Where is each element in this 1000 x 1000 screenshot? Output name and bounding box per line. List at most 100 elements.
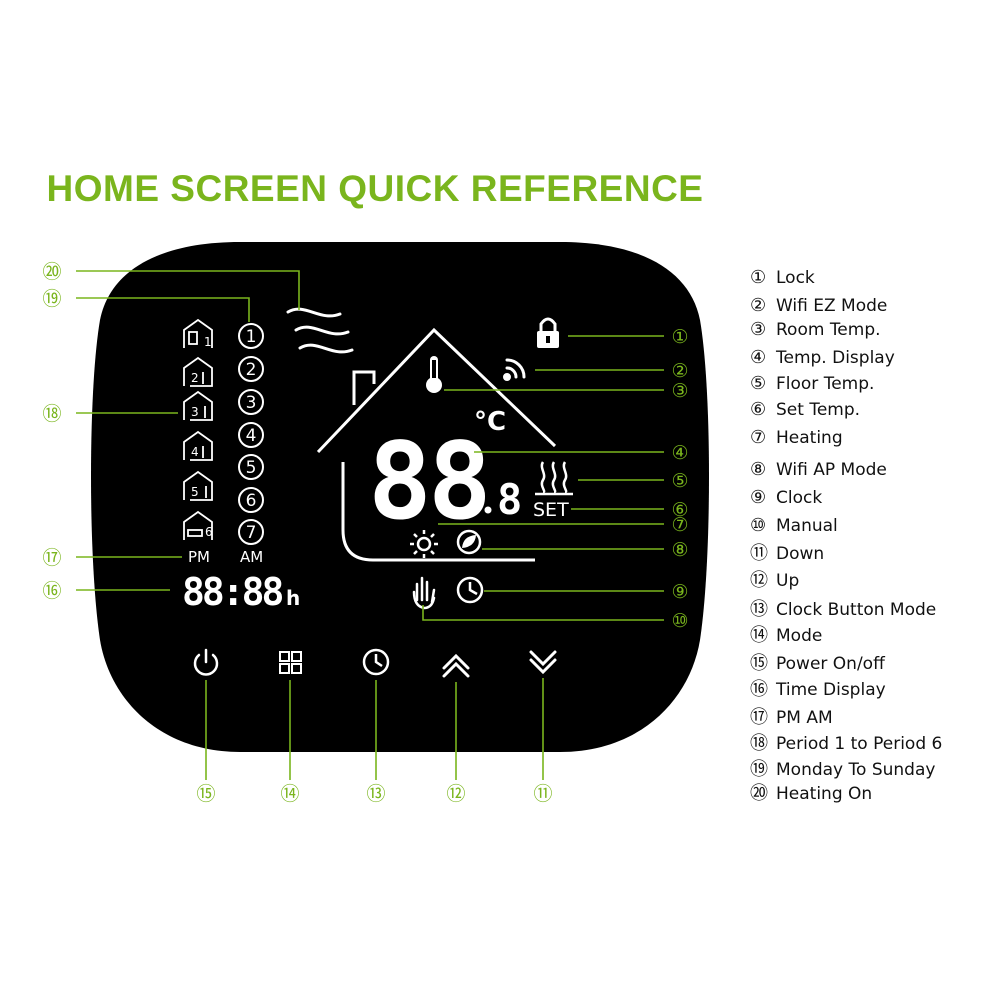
legend-number: ⑰ [750, 707, 768, 728]
weekday-number: 3 [246, 393, 257, 413]
heating-sun-icon [410, 530, 438, 558]
down-chevron-icon [529, 650, 557, 675]
legend-item: ⑰ PM AM [750, 707, 833, 729]
legend-label: Heating [776, 428, 843, 448]
weekday-number: 6 [246, 491, 257, 511]
legend-label: Clock [776, 488, 823, 508]
callout-10: ⑩ [671, 610, 688, 632]
callout-5: ⑤ [671, 470, 688, 492]
power-button[interactable] [193, 648, 219, 676]
wifi-ez-icon [503, 358, 526, 381]
callout-15: ⑮ [196, 783, 215, 805]
legend-item: ① Lock [750, 267, 815, 289]
legend-item: ⑨ Clock [750, 487, 823, 509]
mode-grid-icon [279, 651, 302, 674]
decimal-point [484, 506, 492, 514]
legend-label: Clock Button Mode [776, 600, 937, 620]
am-label: AM [240, 548, 263, 566]
clock-suffix: h [286, 586, 300, 610]
clock-mode-icon [456, 576, 484, 604]
callout-3: ③ [671, 380, 688, 402]
legend-number: ③ [750, 319, 767, 340]
weekday-number: 4 [246, 426, 257, 446]
legend-number: ⑳ [750, 783, 768, 804]
legend-label: Power On/off [776, 654, 885, 674]
up-chevron-icon [442, 653, 470, 678]
house-outline [316, 327, 557, 562]
legend-label: Floor Temp. [776, 374, 875, 394]
period-icon [183, 470, 213, 501]
weekday-number: 2 [246, 360, 257, 380]
legend-label: Time Display [776, 680, 886, 700]
legend-number: ① [750, 267, 767, 288]
legend-label: Manual [776, 516, 838, 536]
wifi-ap-icon [456, 529, 482, 555]
callout-16: ⑯ [42, 580, 61, 602]
callout-2: ② [671, 360, 688, 382]
pm-label: PM [188, 548, 210, 566]
callout-20: ⑳ [42, 261, 61, 283]
legend-number: ⑭ [750, 625, 768, 646]
down-button[interactable] [529, 650, 557, 675]
manual-hand-icon [412, 576, 436, 610]
legend-label: Room Temp. [776, 320, 881, 340]
clock-display: 88:88 [182, 570, 283, 614]
legend-item: ③ Room Temp. [750, 319, 881, 341]
legend-number: ⑮ [750, 653, 768, 674]
callout-1: ① [671, 326, 688, 348]
set-label: SET [533, 499, 569, 521]
legend-item: ⑫ Up [750, 570, 800, 592]
weekday-number: 7 [246, 523, 257, 543]
legend-label: Lock [776, 268, 815, 288]
legend-label: Wifi EZ Mode [776, 296, 888, 316]
legend-number: ⑪ [750, 543, 768, 564]
period-icon [183, 510, 213, 540]
legend-number: ⑯ [750, 679, 768, 700]
legend-number: ⑩ [750, 515, 767, 536]
period-icon [183, 318, 213, 348]
legend-label: Up [776, 571, 800, 591]
clock-button[interactable] [362, 648, 390, 676]
period-icons [183, 318, 213, 540]
legend-number: ④ [750, 347, 767, 368]
legend-label: Wifi AP Mode [776, 460, 887, 480]
period-number: 6 [205, 525, 213, 539]
legend-label: Monday To Sunday [776, 760, 936, 780]
temperature-unit: °C [474, 407, 506, 437]
callout-19: ⑲ [42, 288, 61, 310]
period-number: 3 [191, 405, 199, 419]
legend-label: Heating On [776, 784, 873, 804]
callout-17: ⑰ [42, 547, 61, 569]
period-icon [183, 356, 213, 387]
legend-item: ⑯ Time Display [750, 679, 886, 701]
period-number: 5 [191, 485, 199, 499]
up-button[interactable] [442, 653, 470, 678]
legend-number: ⑨ [750, 487, 767, 508]
temperature-display: 88 [368, 420, 488, 543]
legend-number: ⑥ [750, 399, 767, 420]
mode-button[interactable] [279, 651, 302, 674]
legend-item: ⑮ Power On/off [750, 653, 885, 675]
callout-18: ⑱ [42, 403, 61, 425]
period-number: 4 [191, 445, 199, 459]
clock-icon [362, 648, 390, 676]
legend-label: Temp. Display [776, 348, 895, 368]
weekday-number: 1 [246, 327, 257, 347]
callout-8: ⑧ [671, 539, 688, 561]
callout-lines [76, 270, 664, 780]
legend-item: ④ Temp. Display [750, 347, 895, 369]
period-number: 2 [191, 371, 199, 385]
callout-6: ⑥ [671, 499, 688, 521]
legend-label: PM AM [776, 708, 833, 728]
legend-number: ⑫ [750, 570, 768, 591]
heating-on-icon [286, 307, 354, 354]
legend-number: ⑤ [750, 373, 767, 394]
thermometer-icon [426, 356, 442, 393]
